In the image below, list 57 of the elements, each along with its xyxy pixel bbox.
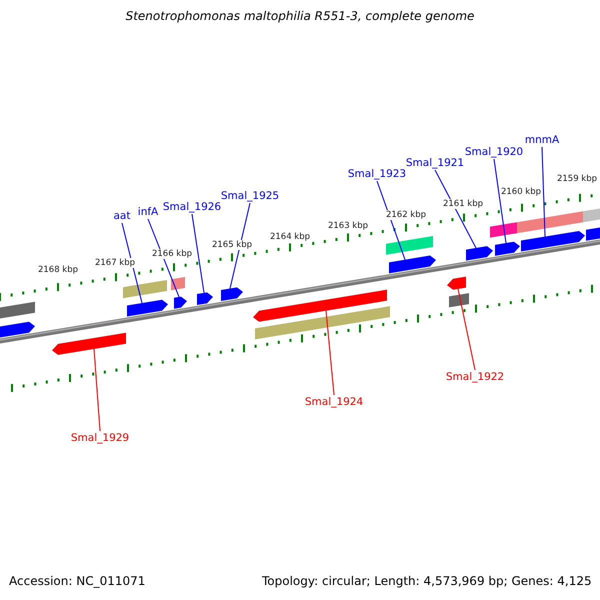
gene-feature bbox=[449, 293, 469, 308]
position-label: 2166 kbp bbox=[150, 249, 194, 259]
leader-line bbox=[326, 310, 334, 396]
position-label: 2163 kbp bbox=[326, 221, 370, 231]
leader-line bbox=[192, 214, 204, 294]
gene-feature bbox=[197, 292, 213, 305]
leader-line bbox=[458, 288, 476, 370]
gene-label: Smal_1922 bbox=[446, 370, 504, 384]
position-label: 2161 kbp bbox=[442, 199, 484, 209]
gene-feature bbox=[52, 332, 126, 355]
position-label: 2165 kbp bbox=[210, 240, 254, 250]
gene-feature bbox=[386, 236, 433, 255]
gene-feature bbox=[447, 276, 466, 290]
position-label: 2164 kbp bbox=[268, 232, 312, 242]
gene-feature bbox=[490, 222, 517, 238]
position-label: 2167 kbp bbox=[94, 258, 136, 268]
position-label: 2159 kbp bbox=[556, 174, 598, 184]
gene-feature bbox=[521, 230, 585, 252]
gene-label: Smal_1924 bbox=[304, 395, 364, 409]
gene-feature bbox=[174, 296, 187, 309]
gene-feature bbox=[495, 242, 520, 256]
gene-feature bbox=[221, 287, 243, 302]
gene-feature bbox=[123, 280, 167, 298]
gene-feature bbox=[586, 226, 600, 241]
gene-label: aat bbox=[114, 209, 130, 223]
leader-line bbox=[230, 202, 250, 290]
footer-text: Accession: NC_011071 bbox=[9, 574, 146, 588]
gene-feature bbox=[466, 246, 493, 261]
leader-line bbox=[494, 158, 506, 244]
position-label: 2160 kbp bbox=[500, 187, 542, 197]
gene-label: mnmA bbox=[524, 133, 560, 147]
leader-line bbox=[122, 222, 142, 304]
leader-line bbox=[376, 180, 406, 260]
gene-label: Smal_1925 bbox=[220, 189, 280, 203]
leader-line bbox=[148, 218, 180, 298]
gene-label: Smal_1929 bbox=[70, 431, 130, 445]
gene-feature bbox=[583, 206, 600, 222]
gene-feature bbox=[389, 256, 436, 274]
title: Stenotrophomonas maltophilia R551-3, complete genome bbox=[124, 9, 476, 23]
gene-label: Smal_1923 bbox=[348, 167, 406, 181]
gene-label: infA bbox=[138, 205, 158, 219]
leader-line bbox=[542, 146, 546, 238]
gene-feature bbox=[255, 306, 390, 340]
position-label: 2162 kbp bbox=[384, 210, 428, 220]
gene-feature bbox=[127, 300, 168, 317]
gene-label: Smal_1920 bbox=[464, 145, 524, 159]
leader-line bbox=[94, 348, 100, 432]
gene-feature bbox=[517, 211, 583, 234]
leader-line bbox=[434, 170, 476, 248]
gene-label: Smal_1921 bbox=[406, 156, 464, 170]
gene-label: Smal_1926 bbox=[162, 200, 222, 214]
gene-feature bbox=[253, 290, 387, 322]
gene-feature bbox=[0, 322, 35, 339]
gene-feature bbox=[0, 302, 35, 320]
gene-feature bbox=[171, 276, 185, 290]
footer-text: Topology: circular; Length: 4,573,969 bp; Genes: 4,125 bbox=[262, 574, 592, 588]
position-label: 2168 kbp bbox=[36, 265, 80, 275]
